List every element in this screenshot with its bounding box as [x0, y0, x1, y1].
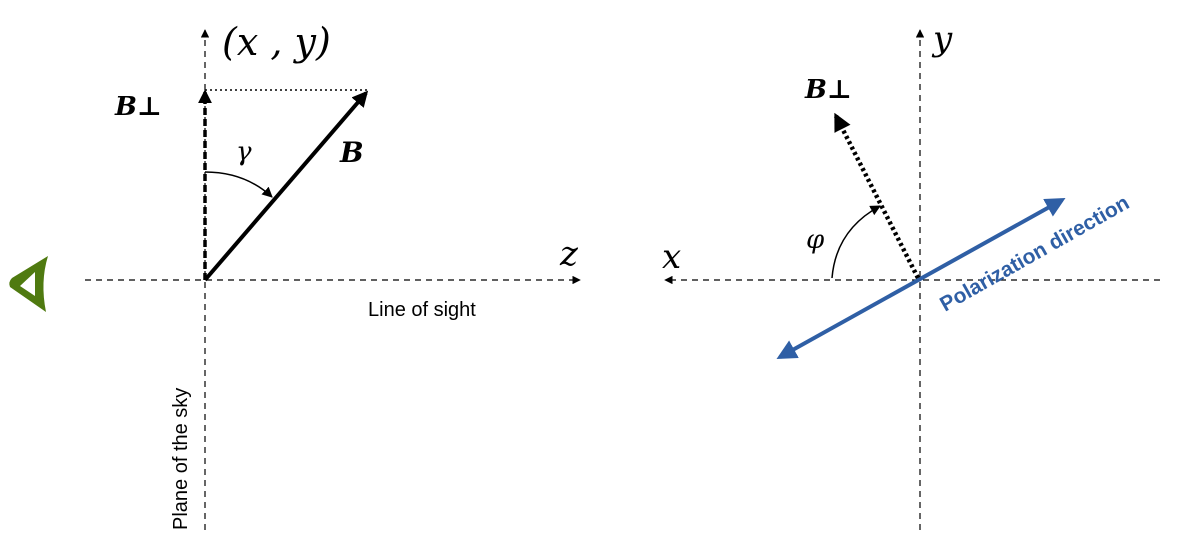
y-label: y: [931, 19, 953, 59]
plane-of-sky-label: Plane of the sky: [170, 388, 192, 530]
b-perp-label: B⊥: [114, 92, 162, 122]
z-label: z: [559, 234, 579, 274]
gamma-label: γ: [236, 137, 252, 167]
gamma-arc: [204, 171, 273, 198]
x-label: x: [662, 237, 681, 277]
line-of-sight-label: Line of sight: [368, 299, 476, 321]
phi-arc: [831, 205, 881, 279]
eye-icon: [9, 256, 49, 312]
left-panel: (x , y) z B⊥ B γ Line of sight Plane of …: [9, 20, 581, 530]
b-perp-label: B⊥: [804, 75, 852, 105]
right-panel: y x B⊥ φ Polarization direction: [662, 19, 1160, 530]
phi-label: φ: [806, 225, 825, 255]
xy-label: (x , y): [222, 20, 331, 64]
b-vector: [203, 90, 369, 282]
b-label: B: [339, 136, 364, 169]
b-perp-vector: [833, 112, 921, 280]
polarization-vector: [776, 198, 1066, 359]
